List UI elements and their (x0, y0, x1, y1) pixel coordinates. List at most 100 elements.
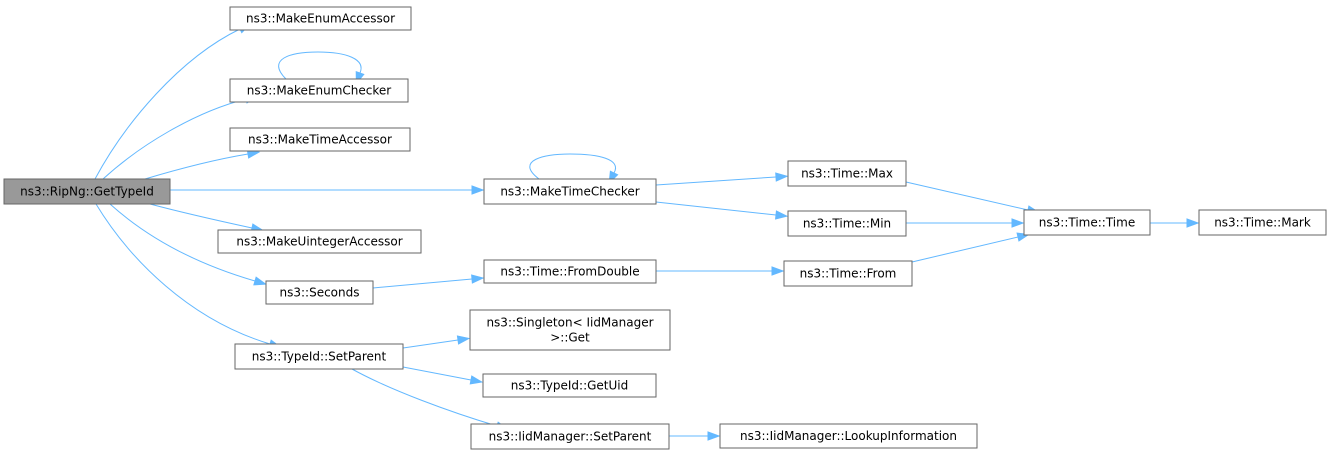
edge-make-time-checker-to-time-max (655, 172, 789, 186)
node-label: ns3::MakeTimeChecker (500, 185, 639, 199)
edge-make-time-checker-to-time-min (655, 201, 789, 220)
edge-make-enum-checker-to-make-enum-checker-line (278, 51, 362, 80)
edge-time-from-to-time-time (911, 232, 1031, 263)
edge-gettypeid-to-typeid-setparent-line (95, 203, 271, 345)
edge-gettypeid-to-make-uinteger-accessor (149, 203, 265, 233)
node-box (483, 259, 657, 284)
node-time-min[interactable]: ns3::Time::Min (787, 210, 907, 237)
node-make-enum-accessor[interactable]: ns3::MakeEnumAccessor (229, 6, 412, 31)
edge-make-time-checker-to-time-min-arrowhead (774, 210, 789, 220)
edge-gettypeid-to-make-time-checker-arrowhead (471, 185, 485, 195)
node-box (787, 160, 907, 187)
edge-gettypeid-to-seconds-line (109, 203, 256, 282)
edge-typeid-setparent-to-typeid-getuid-line (402, 366, 472, 381)
edge-gettypeid-to-make-time-accessor-line (144, 153, 249, 180)
node-box (1023, 209, 1151, 236)
node-singleton-get[interactable]: ns3::Singleton< IidManager>::Get (469, 309, 671, 351)
node-box (217, 229, 422, 254)
edge-typeid-setparent-to-typeid-getuid (402, 366, 484, 385)
node-label: ns3::Time::Max (801, 167, 893, 181)
node-label: ns3::MakeUintegerAccessor (236, 235, 402, 249)
edge-typeid-setparent-to-iidmanager-setparent-line (351, 368, 498, 427)
node-label: ns3::MakeTimeAccessor (248, 133, 392, 147)
node-box (265, 280, 374, 305)
node-label: ns3::IidManager::SetParent (489, 430, 652, 444)
node-typeid-getuid[interactable]: ns3::TypeId::GetUid (482, 373, 657, 398)
node-box (470, 423, 670, 450)
edge-make-time-checker-to-time-min-line (655, 201, 777, 216)
node-box (229, 78, 409, 103)
node-label: ns3::Singleton< IidManager (486, 316, 653, 330)
node-label: ns3::Time::From (800, 267, 897, 281)
edge-gettypeid-to-make-time-accessor (144, 149, 261, 180)
node-iidmanager-setparent[interactable]: ns3::IidManager::SetParent (470, 423, 670, 450)
edge-gettypeid-to-make-time-checker (170, 185, 485, 195)
node-time-mark[interactable]: ns3::Time::Mark (1198, 209, 1327, 236)
node-time-max[interactable]: ns3::Time::Max (787, 160, 907, 187)
edge-time-time-to-time-mark (1150, 218, 1200, 228)
node-time-from[interactable]: ns3::Time::From (783, 260, 913, 287)
edge-gettypeid-to-make-enum-checker-line (102, 98, 247, 180)
edge-iidmanager-setparent-to-iidmanager-lookup-arrowhead (707, 431, 721, 441)
node-iidmanager-lookup[interactable]: ns3::IidManager::LookupInformation (719, 423, 978, 449)
edge-gettypeid-to-make-uinteger-accessor-line (149, 203, 253, 229)
nodes-layer: ns3::RipNg::GetTypeId ns3::MakeEnumAccess… (3, 6, 1327, 450)
edge-typeid-setparent-to-typeid-getuid-arrowhead (469, 375, 484, 385)
edge-typeid-setparent-to-singleton-get-arrowhead (456, 335, 471, 345)
node-label: ns3::RipNg::GetTypeId (20, 185, 154, 199)
edge-time-min-to-time-time-arrowhead (1011, 218, 1025, 228)
node-label: ns3::Time::Time (1039, 216, 1135, 230)
edge-time-fromdouble-to-time-from-arrowhead (771, 266, 785, 276)
node-make-time-checker[interactable]: ns3::MakeTimeChecker (483, 178, 657, 205)
node-typeid-setparent[interactable]: ns3::TypeId::SetParent (234, 343, 404, 370)
edge-time-from-to-time-time-line (911, 236, 1019, 263)
node-make-uinteger-accessor[interactable]: ns3::MakeUintegerAccessor (217, 229, 422, 254)
node-box (3, 178, 171, 205)
node-box (1198, 209, 1327, 236)
edge-typeid-setparent-to-singleton-get (402, 335, 471, 349)
node-time-fromdouble[interactable]: ns3::Time::FromDouble (483, 259, 657, 284)
node-label: ns3::Time::Min (803, 217, 891, 231)
node-box (719, 423, 978, 449)
node-box (787, 210, 907, 237)
node-label: ns3::MakeEnumAccessor (246, 12, 395, 26)
node-box (229, 127, 411, 152)
node-gettypeid: ns3::RipNg::GetTypeId (3, 178, 171, 205)
node-box (234, 343, 404, 370)
node-make-time-accessor[interactable]: ns3::MakeTimeAccessor (229, 127, 411, 152)
edge-typeid-setparent-to-singleton-get-line (402, 339, 459, 349)
edge-time-fromdouble-to-time-from (656, 266, 785, 276)
edge-gettypeid-to-make-enum-accessor-line (94, 28, 241, 180)
node-label: ns3::TypeId::GetUid (511, 379, 629, 393)
node-make-enum-checker[interactable]: ns3::MakeEnumChecker (229, 78, 409, 103)
node-box (483, 178, 657, 205)
node-time-time[interactable]: ns3::Time::Time (1023, 209, 1151, 236)
edge-time-max-to-time-time (905, 181, 1041, 215)
node-box (783, 260, 913, 287)
node-label: ns3::MakeEnumChecker (247, 84, 392, 98)
edge-make-time-checker-to-make-time-checker-line (529, 153, 617, 180)
node-label: ns3::Time::Mark (1214, 216, 1311, 230)
edge-gettypeid-to-seconds-arrowhead (253, 276, 267, 286)
edge-gettypeid-to-seconds (109, 203, 267, 286)
edge-time-min-to-time-time (906, 218, 1025, 228)
node-box (469, 309, 671, 351)
node-seconds[interactable]: ns3::Seconds (265, 280, 374, 305)
edge-make-time-checker-to-time-max-line (655, 176, 777, 186)
edge-gettypeid-to-make-enum-accessor (94, 23, 252, 180)
node-box (482, 373, 657, 398)
edge-seconds-to-time-fromdouble-arrowhead (471, 274, 485, 284)
node-label: ns3::Time::FromDouble (500, 265, 639, 279)
node-box (229, 6, 412, 31)
node-label: ns3::TypeId::SetParent (252, 350, 387, 364)
edge-time-time-to-time-mark-arrowhead (1186, 218, 1200, 228)
edge-seconds-to-time-fromdouble-line (372, 278, 473, 289)
edge-time-max-to-time-time-line (905, 181, 1029, 211)
node-label: >::Get (550, 331, 590, 345)
edge-seconds-to-time-fromdouble (372, 274, 485, 289)
edge-make-time-checker-to-time-max-arrowhead (775, 172, 789, 182)
edge-iidmanager-setparent-to-iidmanager-lookup (669, 431, 721, 441)
node-label: ns3::Seconds (280, 286, 360, 300)
node-label: ns3::IidManager::LookupInformation (740, 429, 957, 443)
